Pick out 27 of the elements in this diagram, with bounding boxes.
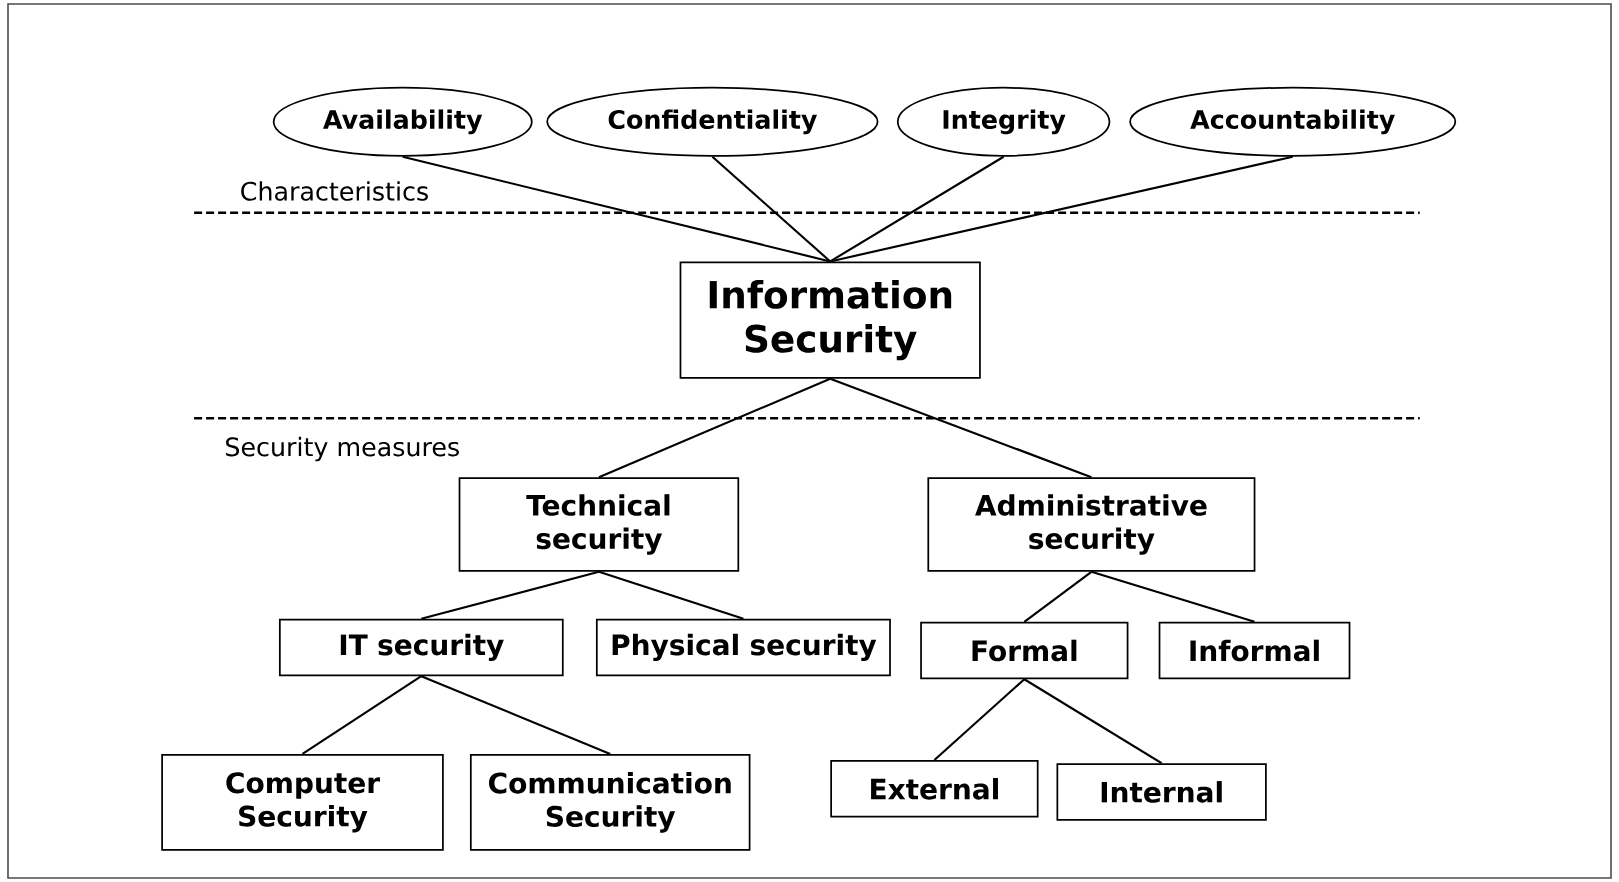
- connector-line: [598, 570, 744, 620]
- connector-line: [420, 675, 611, 755]
- connector-line: [402, 155, 831, 263]
- category-box: IT security: [278, 618, 564, 677]
- category-box: Communication Security: [469, 753, 751, 851]
- connector-line: [301, 675, 422, 755]
- section-label: Security measures: [226, 436, 459, 462]
- category-box: Technical security: [458, 477, 740, 572]
- connector-line: [829, 377, 1092, 479]
- connector-line: [1023, 571, 1093, 623]
- connector-line: [598, 377, 831, 479]
- section-label: Characteristics: [241, 181, 428, 201]
- connector-line: [1091, 570, 1255, 623]
- category-box: Physical security: [595, 618, 891, 677]
- connector-line: [421, 570, 600, 620]
- connector-line: [1023, 678, 1163, 765]
- category-box: Informal: [1158, 621, 1351, 680]
- category-box: Administrative security: [927, 477, 1256, 572]
- central-box: Information Security: [679, 261, 981, 379]
- connector-line: [933, 678, 1026, 761]
- category-box: Computer Security: [161, 753, 444, 851]
- connector-line: [829, 155, 1005, 263]
- connector-line: [711, 155, 831, 263]
- category-box: Internal: [1056, 763, 1267, 821]
- connector-line: [829, 155, 1293, 263]
- category-box: Formal: [920, 621, 1129, 680]
- category-box: External: [830, 760, 1039, 818]
